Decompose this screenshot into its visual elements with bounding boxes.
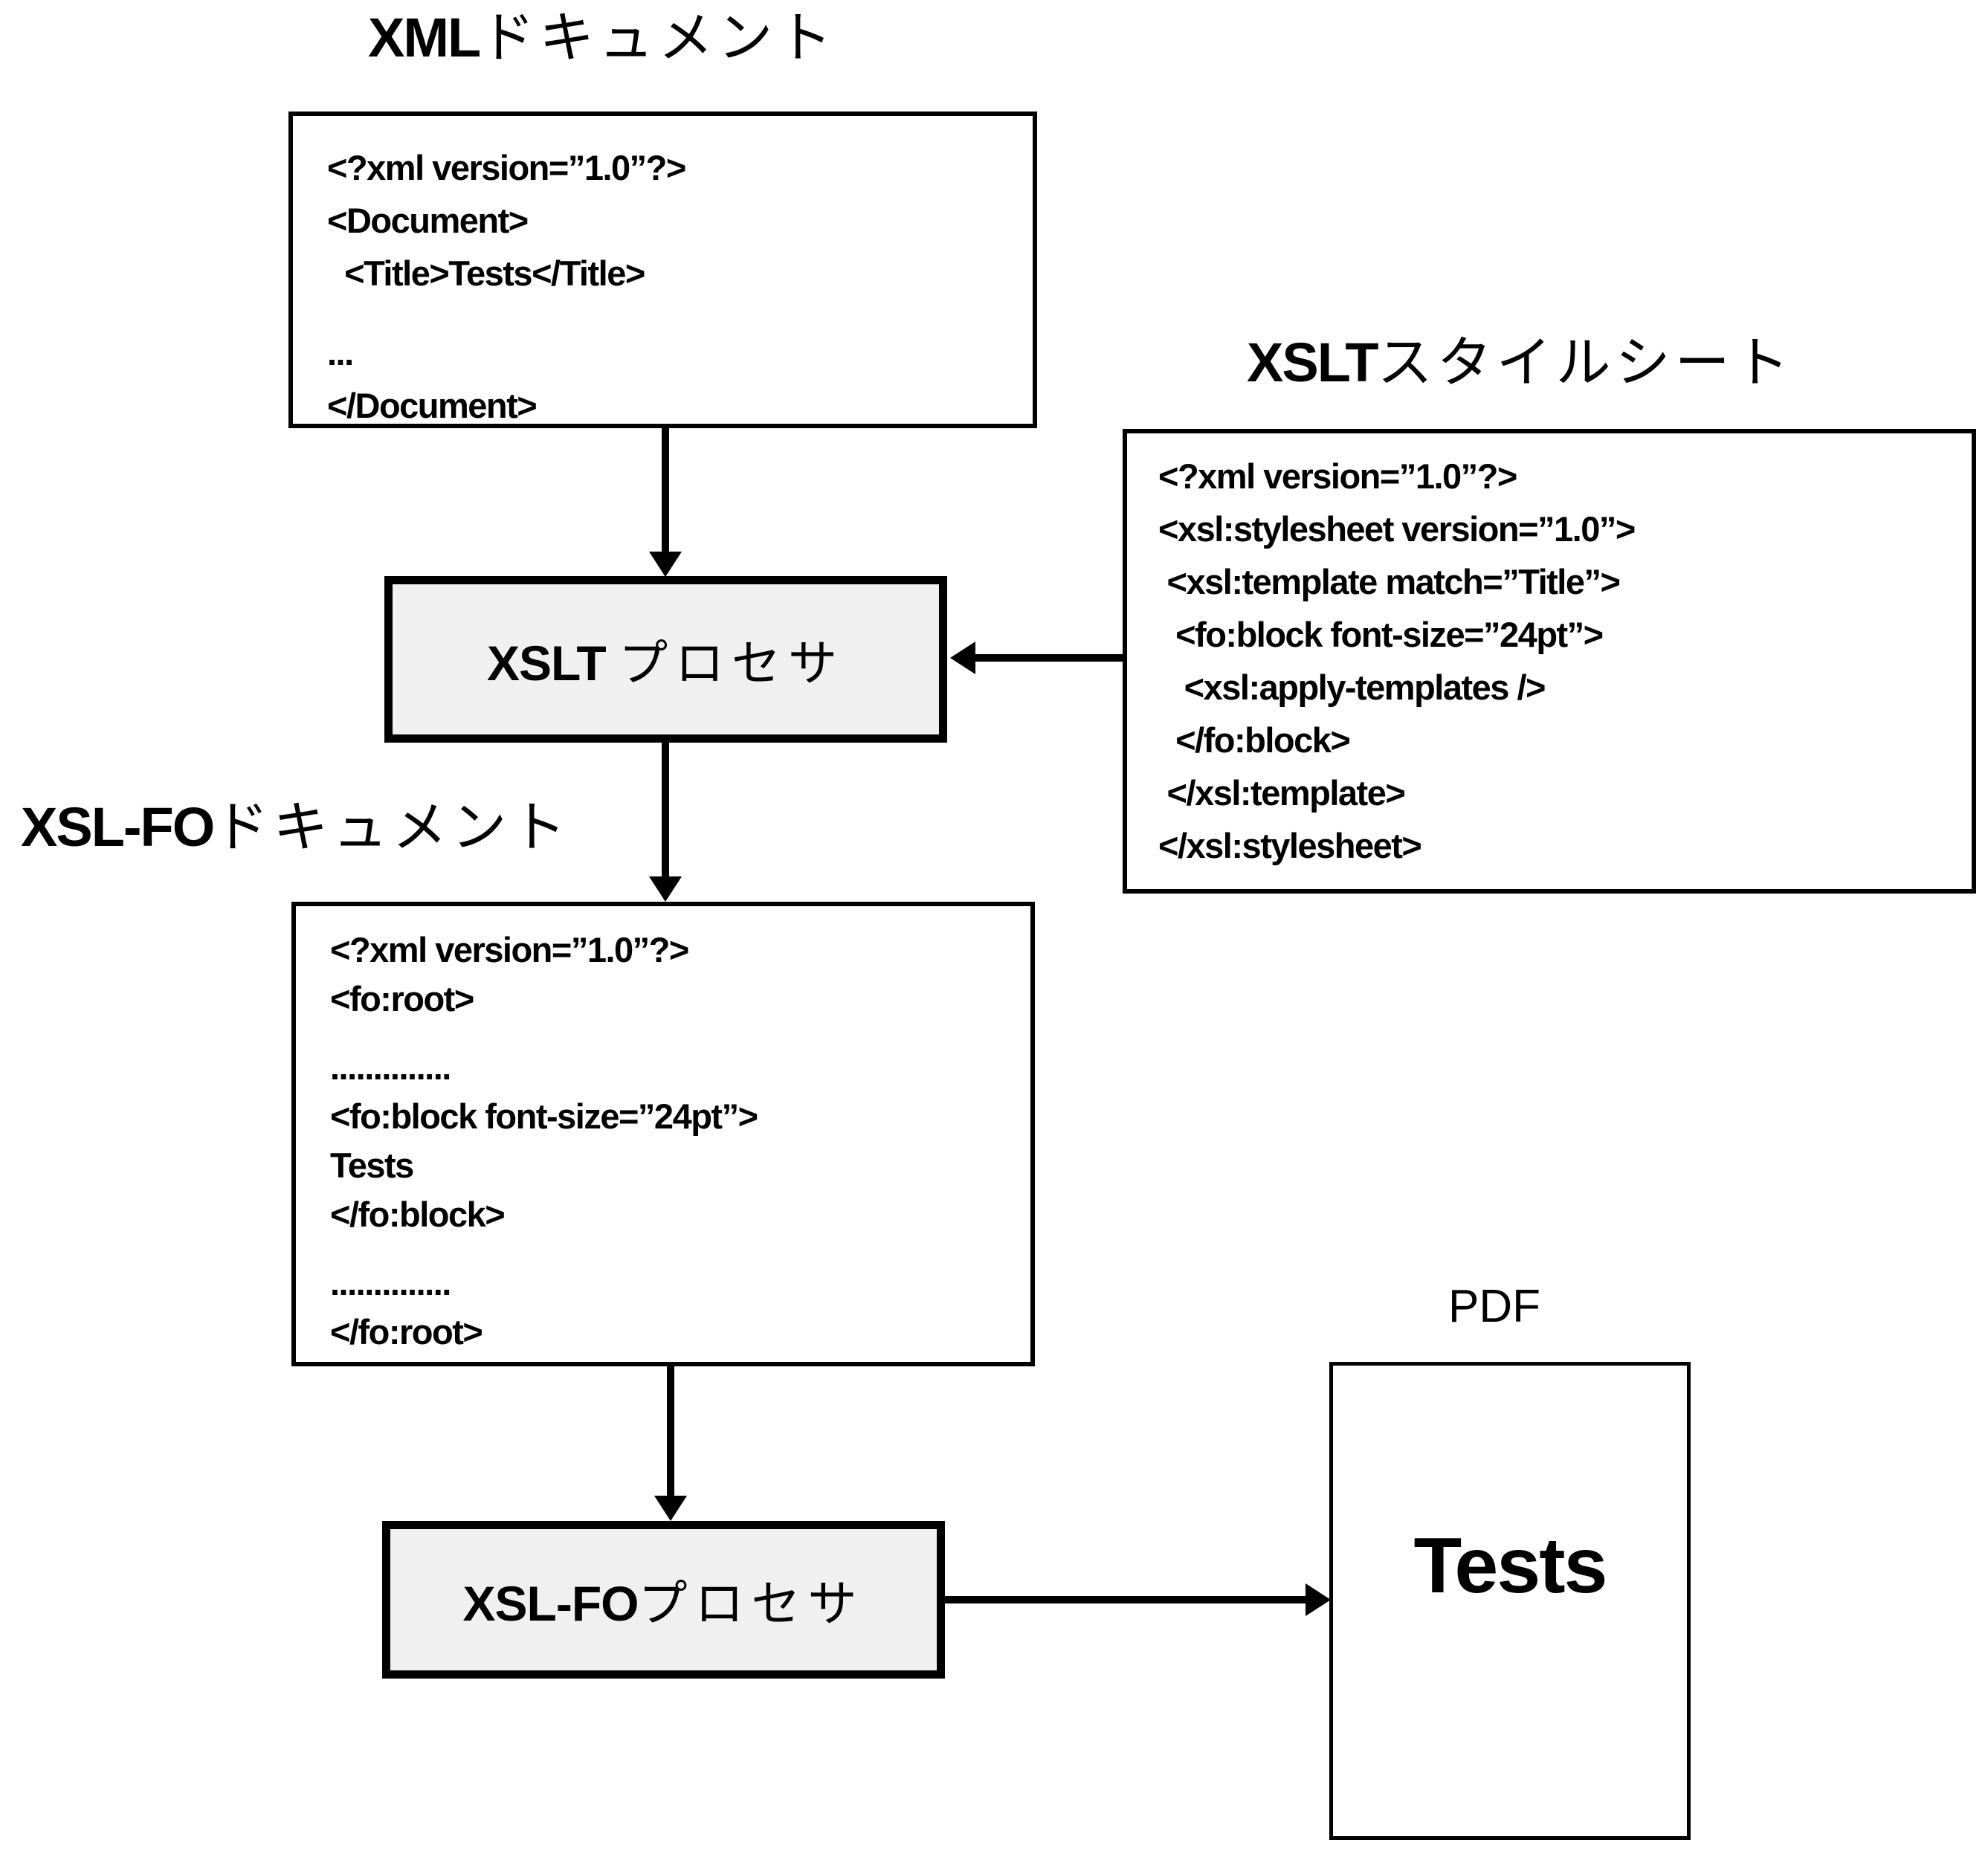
xslfo-processor-label-kana: プロセサ <box>638 1577 865 1632</box>
code-line: .............. <box>330 1263 451 1302</box>
xslt-stylesheet-title: XSLTスタイルシート <box>1247 331 1794 395</box>
xslfo-document-title: XSL-FOドキュメント <box>21 795 570 860</box>
arrow-xslfo-doc-to-xslfo-processor <box>654 1366 687 1521</box>
arrow-down-head-icon <box>654 1496 687 1521</box>
pdf-content-text: Tests <box>1413 1521 1607 1609</box>
arrow-left-head-icon <box>950 642 975 674</box>
code-line: <xsl:stylesheet version=”1.0”> <box>1158 509 1636 549</box>
xslt-stylesheet-box: <?xml version=”1.0”?> <xsl:stylesheet ver… <box>1123 429 1976 894</box>
arrow-stylesheet-to-xslt-processor <box>950 642 1123 674</box>
xslfo-document-code: <?xml version=”1.0”?> <fo:root>..........… <box>296 906 1030 1362</box>
arrow-down-head-icon <box>649 876 682 902</box>
xslt-stylesheet-code: <?xml version=”1.0”?> <xsl:stylesheet ver… <box>1127 433 1972 889</box>
code-line: <Document> <box>327 201 529 240</box>
code-line: Tests <box>330 1146 414 1185</box>
code-line: </xsl:stylesheet> <box>1158 826 1422 865</box>
arrow-shaft <box>662 743 669 879</box>
xml-document-code: <?xml version=”1.0”?> <Document> <Title>T… <box>293 116 1033 424</box>
xslt-processor-label-kana: プロセサ <box>619 637 845 691</box>
code-line: ... <box>327 333 354 372</box>
code-line: </fo:block> <box>330 1195 506 1234</box>
xslt-processor-box: XSLT プロセサ <box>384 576 947 743</box>
code-line: </fo:root> <box>330 1312 483 1351</box>
xslfo-processor-box: XSL-FOプロセサ <box>382 1521 945 1679</box>
code-line: <fo:block font-size=”24pt”> <box>1158 615 1604 654</box>
arrow-shaft <box>667 1366 674 1499</box>
xml-document-box: <?xml version=”1.0”?> <Document> <Title>T… <box>288 112 1037 428</box>
code-line: <fo:root> <box>330 979 474 1018</box>
xslt-processor-label-latin: XSLT <box>486 636 619 691</box>
arrow-right-head-icon <box>1306 1583 1331 1616</box>
code-line: <Title>Tests</Title> <box>327 253 645 293</box>
arrow-down-head-icon <box>649 552 682 577</box>
xslt-processor-label: XSLT プロセサ <box>487 624 845 695</box>
arrow-xslfo-processor-to-pdf <box>945 1583 1331 1616</box>
code-line: <?xml version=”1.0”?> <box>1158 456 1517 496</box>
pdf-title: PDF <box>1448 1281 1540 1332</box>
xslfo-processor-label: XSL-FOプロセサ <box>463 1564 865 1635</box>
code-line: </Document> <box>327 386 538 424</box>
xslfo-processor-label-latin: XSL-FO <box>462 1576 639 1631</box>
arrow-shaft <box>945 1596 1310 1603</box>
xml-document-title: XMLドキュメント <box>368 6 836 71</box>
code-line: </fo:block> <box>1158 720 1351 760</box>
code-line: <xsl:apply-templates /> <box>1158 668 1546 707</box>
xslt-stylesheet-title-latin: XSLT <box>1247 332 1379 393</box>
xml-document-title-latin: XML <box>368 7 481 68</box>
code-line: <?xml version=”1.0”?> <box>327 148 686 187</box>
xslfo-document-title-latin: XSL-FO <box>21 796 215 858</box>
code-line: </xsl:template> <box>1158 773 1406 813</box>
arrow-xml-doc-to-xslt-processor <box>649 428 682 577</box>
code-line: <fo:block font-size=”24pt”> <box>330 1096 758 1136</box>
xslfo-document-box: <?xml version=”1.0”?> <fo:root>..........… <box>291 902 1035 1366</box>
code-line: .............. <box>330 1047 451 1087</box>
xml-document-title-kana: ドキュメント <box>480 8 837 69</box>
arrow-shaft <box>971 654 1123 662</box>
xslt-stylesheet-title-kana: スタイルシート <box>1377 333 1794 394</box>
xslfo-document-title-kana: ドキュメント <box>213 798 571 859</box>
arrow-xslt-processor-to-xslfo-doc <box>649 743 682 902</box>
code-line: <xsl:template match=”Title”> <box>1158 562 1621 601</box>
code-line: <?xml version=”1.0”?> <box>330 930 689 969</box>
pdf-page-box: Tests <box>1329 1362 1691 1840</box>
arrow-shaft <box>662 428 669 555</box>
